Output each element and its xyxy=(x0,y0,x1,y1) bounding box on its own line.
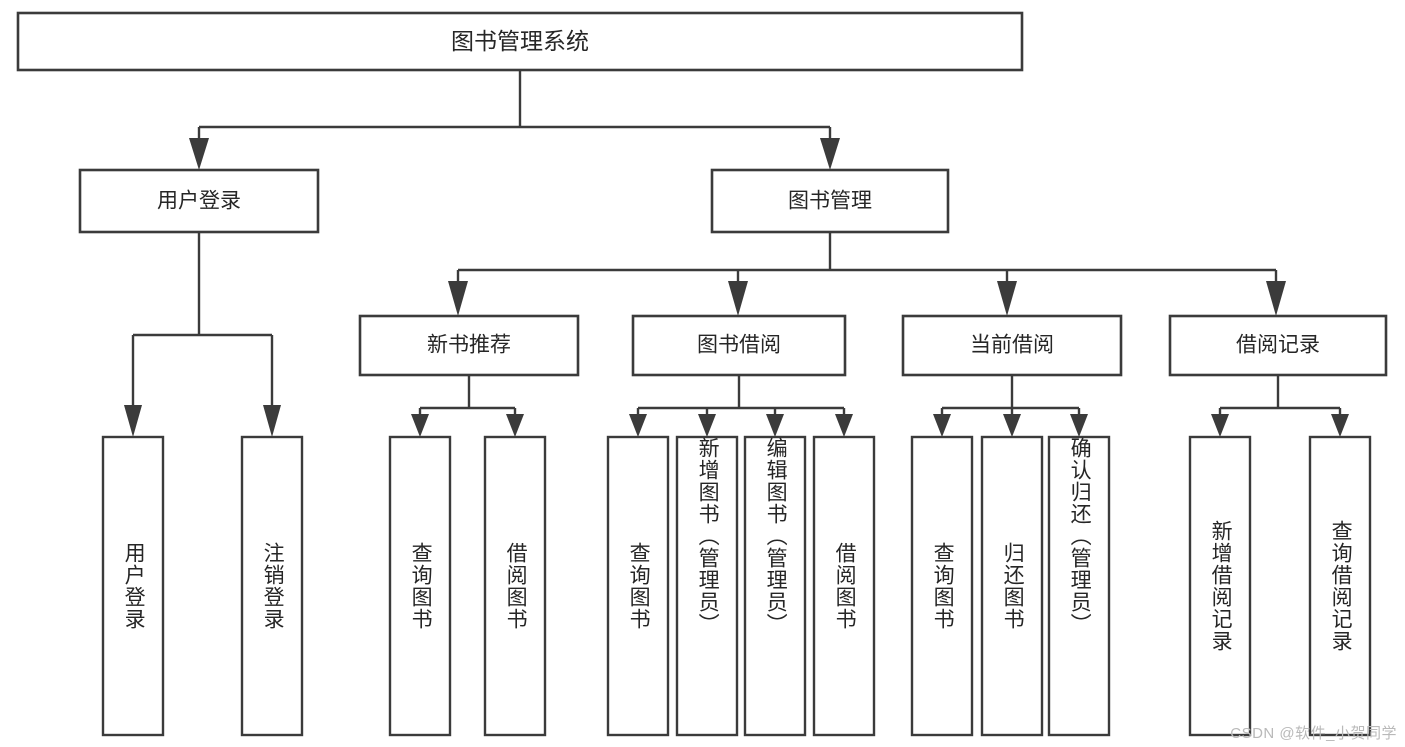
node-box-user-login[interactable] xyxy=(78,168,320,234)
leaf-box-borrow-book-2[interactable] xyxy=(812,435,876,737)
arrowhead-to-leaf-return-book xyxy=(1003,414,1021,437)
arrowhead-to-leaf-logout xyxy=(263,405,281,437)
leaf-box-query-book-1[interactable] xyxy=(388,435,452,737)
leaf-box-borrow-book-1[interactable] xyxy=(483,435,547,737)
node-box-new-book-rec[interactable] xyxy=(358,314,580,377)
arrowhead-to-leaf-borrow-book-1 xyxy=(506,414,524,437)
node-label-user-login: 用户登录 xyxy=(157,190,241,213)
arrowhead-to-leaf-confirm-return xyxy=(1070,414,1088,437)
leaf-layer xyxy=(101,435,1372,737)
node-label-root: 图书管理系统 xyxy=(451,28,589,54)
node-label-borrow-record: 借阅记录 xyxy=(1236,334,1320,357)
arrowhead-to-book-manage xyxy=(820,138,840,170)
arrowhead-to-leaf-query-book-3 xyxy=(933,414,951,437)
node-layer: 图书管理系统 用户登录 图书管理 新书推荐 图书借阅 当前借阅 借阅记录 xyxy=(16,11,1388,377)
leaf-box-logout[interactable] xyxy=(240,435,304,737)
arrowhead-to-new-book-rec xyxy=(448,281,468,316)
node-box-book-manage[interactable] xyxy=(710,168,950,234)
node-box-root[interactable] xyxy=(16,11,1024,72)
arrowhead-to-user-login xyxy=(189,138,209,170)
node-box-borrow-record[interactable] xyxy=(1168,314,1388,377)
arrowhead-to-leaf-query-book-2 xyxy=(629,414,647,437)
arrowhead-to-leaf-edit-book xyxy=(766,414,784,437)
leaf-box-query-book-3[interactable] xyxy=(910,435,974,737)
node-box-current-borrow[interactable] xyxy=(901,314,1123,377)
leaf-box-confirm-return[interactable] xyxy=(1047,435,1111,737)
csdn-watermark: CSDN @软件_小贺同学 xyxy=(1230,725,1397,742)
leaf-box-user-login[interactable] xyxy=(101,435,165,737)
arrowhead-to-current-borrow xyxy=(997,281,1017,316)
arrowhead-to-borrow-record xyxy=(1266,281,1286,316)
arrowhead-layer xyxy=(124,138,1349,437)
arrowhead-to-leaf-add-book xyxy=(698,414,716,437)
leaf-box-query-record[interactable] xyxy=(1308,435,1372,737)
node-label-new-book-rec: 新书推荐 xyxy=(427,334,511,357)
arrowhead-to-leaf-add-record xyxy=(1211,414,1229,437)
arrowhead-to-leaf-query-book-1 xyxy=(411,414,429,437)
leaf-box-add-book[interactable] xyxy=(675,435,739,737)
node-label-book-manage: 图书管理 xyxy=(788,190,872,213)
node-box-book-borrow[interactable] xyxy=(631,314,847,377)
arrowhead-to-book-borrow xyxy=(728,281,748,316)
leaf-box-edit-book[interactable] xyxy=(743,435,807,737)
arrowhead-to-leaf-user-login xyxy=(124,405,142,437)
node-label-book-borrow: 图书借阅 xyxy=(697,334,781,357)
leaf-box-query-book-2[interactable] xyxy=(606,435,670,737)
arrowhead-to-leaf-query-record xyxy=(1331,414,1349,437)
node-label-current-borrow: 当前借阅 xyxy=(970,334,1054,357)
leaf-box-return-book[interactable] xyxy=(980,435,1044,737)
arrowhead-to-leaf-borrow-book-2 xyxy=(835,414,853,437)
leaf-box-add-record[interactable] xyxy=(1188,435,1252,737)
edge-layer xyxy=(131,70,1342,414)
